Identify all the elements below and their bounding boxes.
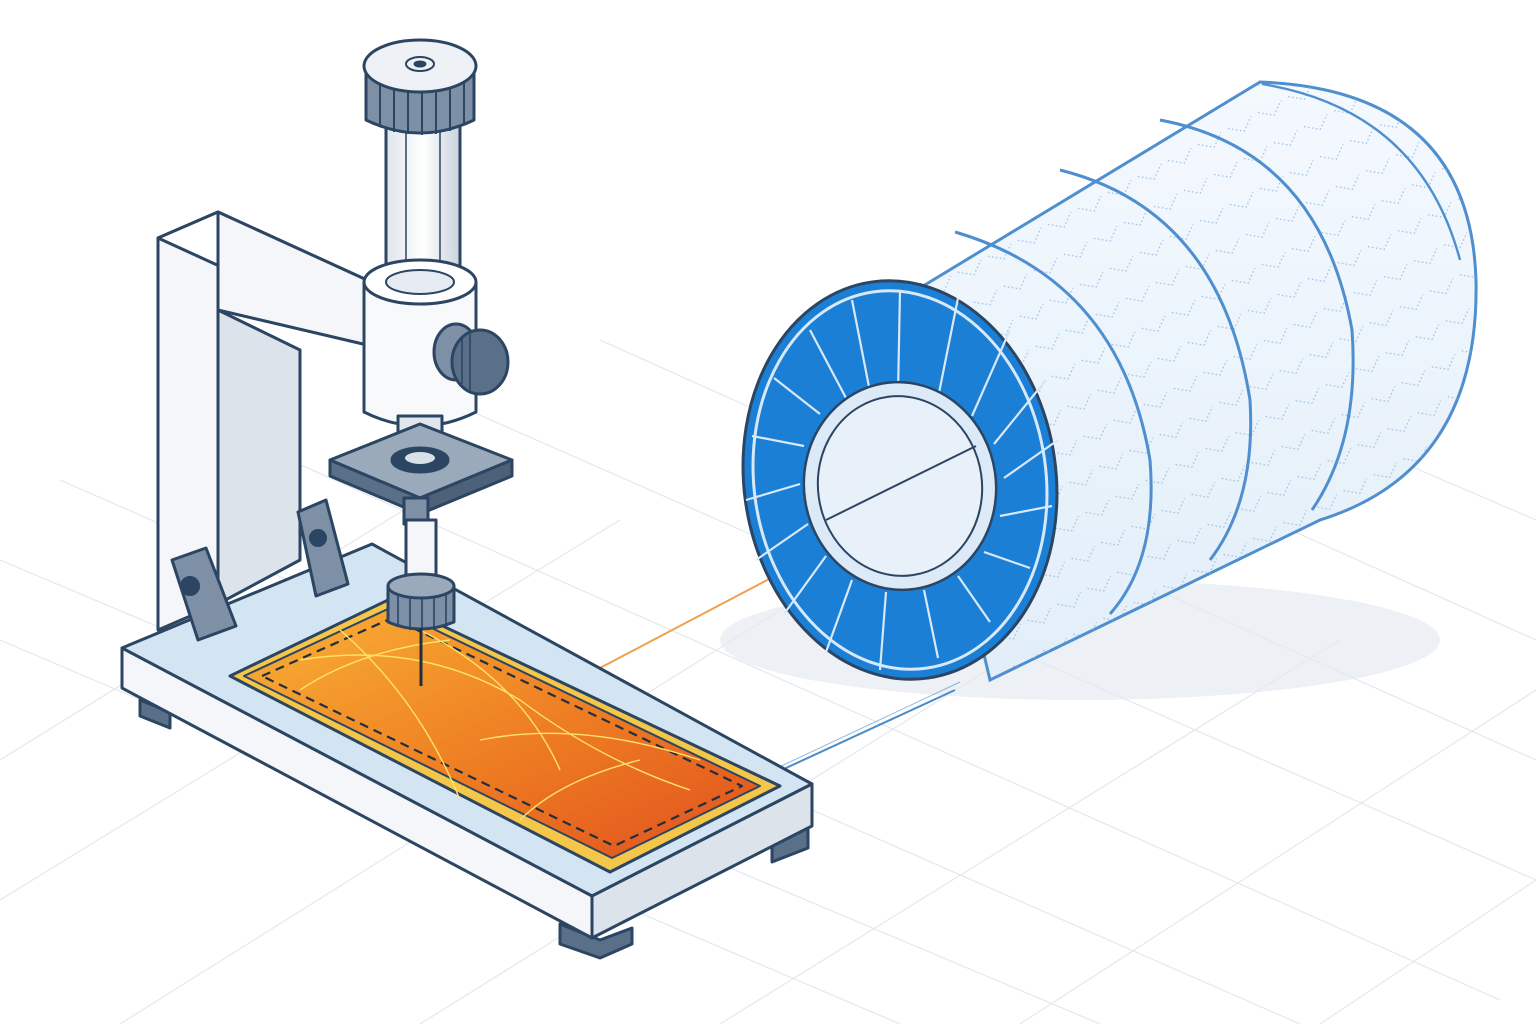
roll-radial-segments xyxy=(745,289,1059,671)
probe-stand xyxy=(120,38,814,960)
focus-knob xyxy=(450,328,510,396)
orange-connector-line xyxy=(599,567,791,669)
roll-ring-4 xyxy=(1261,82,1462,261)
base-foot-front xyxy=(558,922,634,960)
roll-ring-1 xyxy=(954,230,1153,615)
cylinder-roll xyxy=(741,80,1478,683)
plate-contour-lines xyxy=(299,629,701,821)
blue-connector-line-2 xyxy=(759,681,961,777)
roll-hub-divider xyxy=(825,445,977,521)
base-right-face xyxy=(590,782,814,940)
roll-ring-3 xyxy=(1159,118,1355,511)
roll-front-rim xyxy=(751,289,1049,671)
bracket-left-hole xyxy=(180,576,200,596)
bracket-left xyxy=(170,546,238,642)
blue-connector-line xyxy=(759,689,956,781)
roll-hub-inner xyxy=(816,395,984,577)
roll-ring-2 xyxy=(1059,168,1253,561)
bracket-right xyxy=(296,498,350,598)
frame-column-inner xyxy=(216,308,302,606)
bracket-right-hole xyxy=(309,529,327,547)
